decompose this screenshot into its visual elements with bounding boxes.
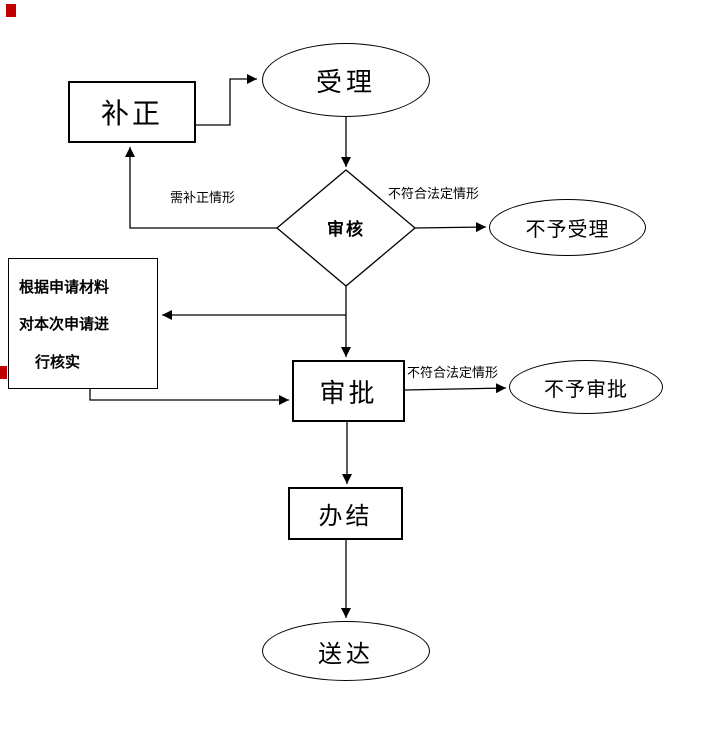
node-reject-approve: 不予审批 xyxy=(509,360,663,414)
node-verify-line2: 对本次申请进 xyxy=(19,316,110,333)
node-approve-label: 审批 xyxy=(319,377,378,408)
node-reject-approve-label: 不予审批 xyxy=(544,378,628,401)
node-deliver-label: 送达 xyxy=(318,640,374,668)
node-accept: 受理 xyxy=(262,43,430,117)
arrow-approve-to-reject-approve xyxy=(404,383,507,394)
arrow-review-to-correct xyxy=(125,147,277,229)
node-reject-accept-label: 不予受理 xyxy=(525,219,610,241)
edge-label-not-legal-approve: 不符合法定情形 xyxy=(407,365,499,380)
node-approve: 审批 xyxy=(292,360,405,422)
node-review-label: 审核 xyxy=(327,220,365,239)
node-accept-label: 受理 xyxy=(315,66,376,97)
node-reject-accept: 不予受理 xyxy=(489,199,646,256)
node-verify-line1: 根据申请材料 xyxy=(19,278,110,296)
red-mark-top xyxy=(6,4,16,17)
node-complete: 办结 xyxy=(288,487,403,540)
edge-label-not-legal-accept: 不符合法定情形 xyxy=(388,186,480,201)
arrow-correct-to-accept xyxy=(196,74,257,126)
node-verify-line3: 行核实 xyxy=(35,353,81,371)
red-mark-left xyxy=(0,366,7,379)
node-deliver: 送达 xyxy=(262,621,430,681)
arrow-review-to-reject-accept xyxy=(414,222,487,233)
edge-label-need-correction: 需补正情形 xyxy=(170,190,236,205)
node-correct: 补正 xyxy=(68,81,196,143)
node-verify: 根据申请材料 对本次申请进 行核实 xyxy=(8,258,158,389)
node-complete-label: 办结 xyxy=(318,503,373,530)
arrow-verify-to-approve xyxy=(89,389,289,405)
node-correct-label: 补正 xyxy=(100,98,163,129)
